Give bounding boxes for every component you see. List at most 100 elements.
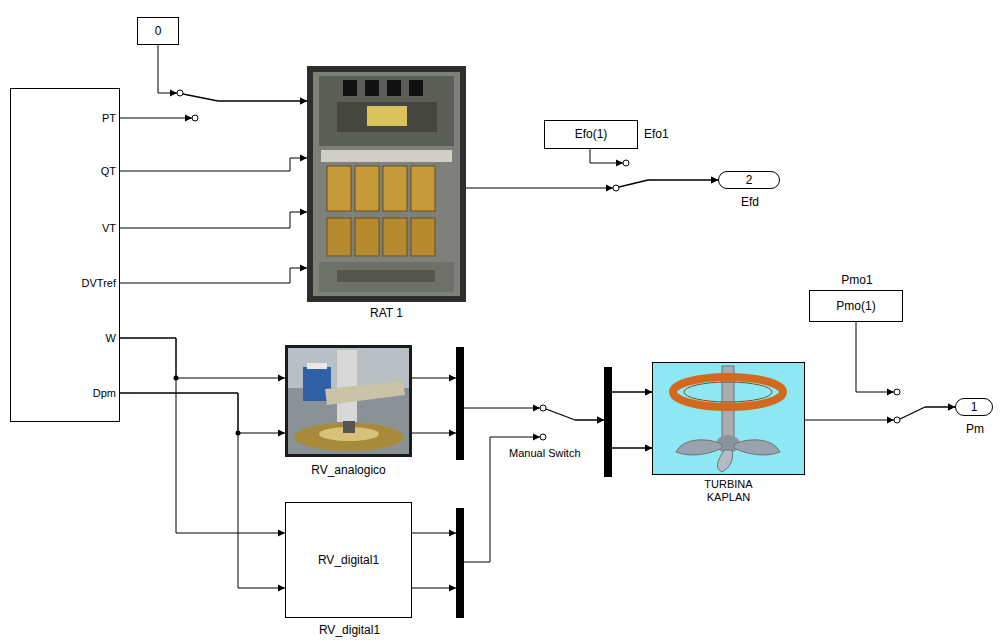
- arrow-head: [711, 177, 718, 184]
- illustration-part: [734, 440, 780, 455]
- governor-block: RV_analogico: [285, 345, 412, 457]
- arrow-head: [597, 417, 604, 424]
- illustration-part: [313, 72, 460, 296]
- arrow-head: [887, 389, 894, 396]
- illustration-part: [327, 218, 351, 256]
- arrow-head: [449, 430, 456, 437]
- illustration-part: [355, 218, 379, 256]
- arrow-head: [278, 375, 285, 382]
- illustration-part: [387, 80, 401, 96]
- constant-block: Pmo(1)Pmo1: [809, 290, 903, 322]
- block-text: 0: [155, 24, 162, 38]
- port-label: DVTref: [82, 277, 116, 290]
- arrow-head: [597, 417, 604, 424]
- signal-line: [120, 338, 285, 382]
- illustration-part: [307, 363, 327, 369]
- signal-wire: [466, 188, 613, 189]
- arrow-head: [887, 417, 894, 424]
- illustration-part: [325, 381, 405, 405]
- arrow-head: [300, 265, 307, 272]
- signal-wire: [120, 338, 285, 533]
- demux-bar: [604, 367, 612, 477]
- illustration-part: [676, 440, 722, 455]
- signal-wire: [120, 393, 285, 588]
- switch-contact: [540, 434, 546, 440]
- illustration-part: [285, 345, 412, 457]
- switch-contact: [894, 389, 900, 395]
- arrow-head: [449, 585, 456, 592]
- switch-contact: [177, 90, 183, 96]
- illustration-part: [383, 218, 407, 256]
- outport-block: 2Efd: [718, 171, 780, 189]
- signal-line: [856, 322, 955, 411]
- turbine-block: TURBINA KAPLAN: [652, 362, 805, 475]
- arrow-head: [170, 90, 177, 97]
- illustration-part: [409, 80, 423, 96]
- switch-contact: [192, 115, 198, 121]
- port-label: Dpm: [93, 387, 116, 400]
- arrow-head: [449, 530, 456, 537]
- switch-arms: [183, 94, 925, 420]
- port-label: PT: [102, 112, 116, 125]
- illustration-part: [383, 166, 407, 211]
- constant-block: 0: [137, 17, 179, 45]
- branch-dots: [174, 376, 241, 436]
- illustration-part: [673, 377, 783, 407]
- illustration-part: [337, 350, 357, 422]
- signal-line: [120, 209, 307, 229]
- signal-line: [120, 393, 285, 437]
- arrow-head: [300, 98, 307, 105]
- mux-bar: [456, 347, 464, 460]
- arrow-head: [645, 445, 652, 452]
- illustration-part: [365, 80, 379, 96]
- illustration-part: [337, 102, 437, 132]
- signal-wire: [120, 268, 307, 283]
- illustration-part: [367, 106, 407, 126]
- arrow-head: [948, 404, 955, 411]
- arrow-head: [645, 389, 652, 396]
- signal-wire: [120, 158, 307, 171]
- illustration-part: [327, 166, 351, 211]
- port-label: W: [106, 332, 116, 345]
- arrow-head: [606, 185, 613, 192]
- exciter-block: RAT 1: [307, 66, 466, 302]
- arrow-head: [449, 375, 456, 382]
- arrow-head: [645, 389, 652, 396]
- subsystem-block: RV_digital1RV_digital1: [285, 502, 412, 618]
- mux-bars: [456, 347, 612, 618]
- switch-arm: [900, 407, 925, 419]
- arrow-head: [300, 209, 307, 216]
- illustration-part: [343, 80, 357, 96]
- block-text: Efo(1): [575, 127, 608, 141]
- illustration-part: [321, 150, 452, 162]
- signal-line: [412, 375, 652, 452]
- block-label: RAT 1: [370, 306, 403, 320]
- block-label: TURBINA KAPLAN: [693, 478, 765, 504]
- block-text: Pmo(1): [836, 299, 875, 313]
- arrow-head: [533, 434, 540, 441]
- switch-contact: [613, 185, 619, 191]
- port-label: VT: [102, 222, 116, 235]
- arrow-head: [300, 155, 307, 162]
- signal-wire: [218, 101, 307, 102]
- illustration-part: [319, 262, 454, 292]
- signal-wire: [120, 393, 285, 433]
- signal-wire: [805, 420, 894, 421]
- arrow-head: [711, 177, 718, 184]
- block-label: RV_digital1: [319, 623, 380, 637]
- switch-contact: [623, 160, 629, 166]
- block-label: RV_analogico: [311, 463, 386, 477]
- signal-line: [412, 389, 652, 592]
- outport-block: 1Pm: [955, 398, 993, 416]
- block-label: Pm: [966, 422, 984, 436]
- signal-line: [120, 265, 307, 284]
- signal-wire: [648, 180, 718, 181]
- signal-line: [805, 404, 955, 424]
- signal-wire: [120, 118, 192, 119]
- block-text: RV_digital1: [318, 553, 379, 567]
- switch-contact: [894, 417, 900, 423]
- illustration-part: [411, 166, 435, 211]
